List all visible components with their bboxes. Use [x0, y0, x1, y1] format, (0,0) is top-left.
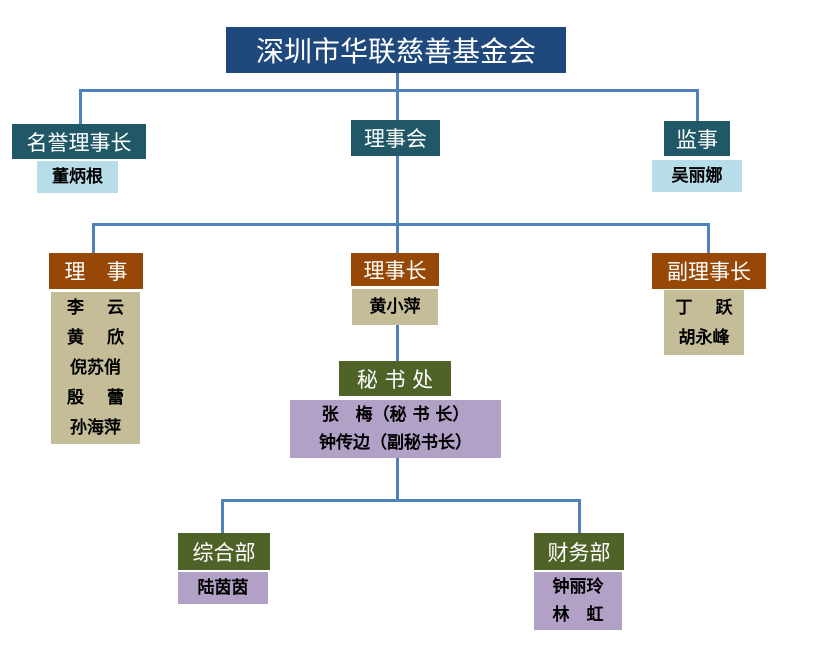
- general-dept-header: 综合部: [178, 533, 270, 570]
- directors-header: 理 事: [49, 253, 143, 289]
- connector: [92, 223, 95, 253]
- finance-dept-header: 财务部: [534, 533, 624, 570]
- person-name: 林 虹: [552, 605, 604, 625]
- org-title: 深圳市华联慈善基金会: [226, 27, 566, 73]
- connector: [578, 499, 581, 533]
- connector: [221, 499, 581, 502]
- person-name: 钟传边（副秘书长）: [319, 433, 472, 453]
- connector: [221, 499, 224, 533]
- person-name: 黄 欣: [67, 328, 124, 348]
- directors-names: 李 云 黄 欣 倪苏俏 殷 蕾 孙海萍: [51, 292, 140, 444]
- council-header: 理事会: [351, 120, 440, 156]
- connector: [396, 458, 399, 500]
- person-name: 黄小萍: [369, 297, 421, 317]
- person-name: 丁 跃: [675, 297, 733, 318]
- vice-chairman-names: 丁 跃 胡永峰: [664, 290, 744, 355]
- honorary-chairman-names: 董炳根: [37, 161, 118, 193]
- person-name: 钟丽玲: [552, 577, 604, 597]
- connector: [396, 223, 399, 253]
- supervisor-names: 吴丽娜: [652, 160, 742, 192]
- person-name: 李 云: [67, 298, 124, 318]
- person-name: 张 梅（秘 书 长）: [321, 405, 470, 425]
- finance-dept-names: 钟丽玲 林 虹: [534, 572, 622, 630]
- person-name: 孙海萍: [70, 418, 121, 438]
- secretariat-names: 张 梅（秘 书 长） 钟传边（副秘书长）: [290, 400, 501, 458]
- connector: [696, 89, 699, 122]
- person-name: 殷 蕾: [67, 388, 124, 408]
- honorary-chairman-header: 名誉理事长: [12, 124, 146, 159]
- chairman-header: 理事长: [351, 253, 439, 286]
- person-name: 倪苏俏: [70, 358, 121, 378]
- general-dept-names: 陆茵茵: [178, 572, 268, 604]
- connector: [79, 89, 699, 92]
- secretariat-header: 秘 书 处: [339, 361, 451, 396]
- chairman-names: 黄小萍: [352, 289, 438, 325]
- supervisor-header: 监事: [664, 121, 730, 156]
- connector: [396, 325, 399, 361]
- vice-chairman-header: 副理事长: [652, 253, 766, 289]
- connector: [92, 223, 710, 226]
- connector: [707, 223, 710, 253]
- person-name: 胡永峰: [678, 327, 730, 348]
- person-name: 吴丽娜: [671, 166, 723, 186]
- person-name: 陆茵茵: [197, 578, 249, 598]
- person-name: 董炳根: [52, 167, 103, 187]
- connector: [79, 89, 82, 124]
